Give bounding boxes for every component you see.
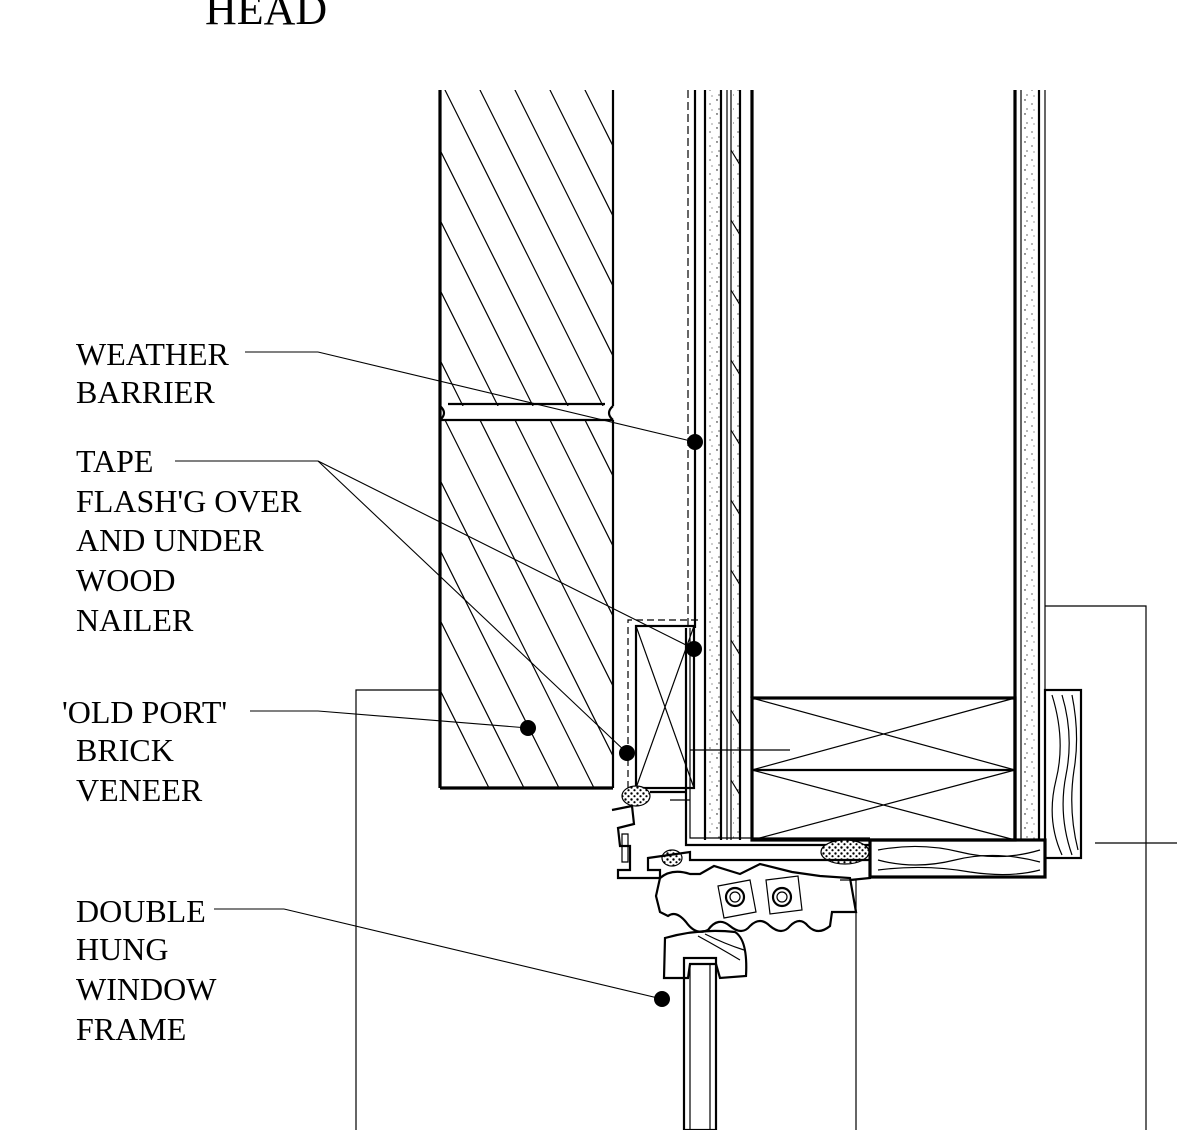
wood-nailer — [627, 619, 700, 790]
window-frame-profile — [611, 804, 872, 1130]
callout-line: DOUBLE — [76, 893, 206, 929]
callout-line: NAILER — [76, 602, 194, 638]
sealant-bead-frame — [661, 849, 683, 867]
callout-line: VENEER — [76, 772, 203, 808]
callout-line: WEATHER — [76, 336, 230, 372]
exterior-wall-layers — [687, 90, 754, 840]
callout-line: FLASH'G OVER — [76, 483, 302, 519]
callout-line: AND UNDER — [76, 522, 264, 558]
callout-tape-flashing: TAPE FLASH'G OVER AND UNDER WOOD NAILER — [76, 443, 702, 761]
brick-hatch-upper — [440, 90, 613, 406]
sealant-bead-exterior — [621, 785, 651, 807]
header-beam — [750, 696, 1017, 842]
callout-dot — [686, 641, 702, 657]
interior-wall-layers — [1013, 90, 1046, 840]
metal-flashing — [650, 628, 870, 847]
callout-line: FRAME — [76, 1011, 186, 1047]
brick-veneer — [438, 90, 615, 790]
callout-line: WOOD — [76, 562, 176, 598]
callout-line: 'OLD PORT' — [62, 694, 227, 730]
callout-line: WINDOW — [76, 971, 217, 1007]
callout-dot — [520, 720, 536, 736]
callout-dot — [654, 991, 670, 1007]
callout-window-frame: DOUBLE HUNG WINDOW FRAME — [76, 893, 670, 1047]
sealant-bead-interior — [820, 839, 870, 865]
brick-hatch-lower — [440, 420, 613, 788]
callout-weather-barrier: WEATHER BARRIER — [76, 336, 703, 450]
callout-line: TAPE — [76, 443, 153, 479]
interior-casing — [1043, 688, 1083, 860]
reference-lines — [355, 605, 1177, 1130]
callout-brick-veneer: 'OLD PORT' BRICK VENEER — [62, 694, 536, 808]
callout-dot — [619, 745, 635, 761]
head-jamb-board — [868, 838, 1047, 879]
callout-dot — [687, 434, 703, 450]
callout-line: BRICK — [76, 732, 174, 768]
detail-title: HEAD — [205, 0, 327, 34]
callout-line: HUNG — [76, 931, 168, 967]
callout-line: BARRIER — [76, 374, 215, 410]
